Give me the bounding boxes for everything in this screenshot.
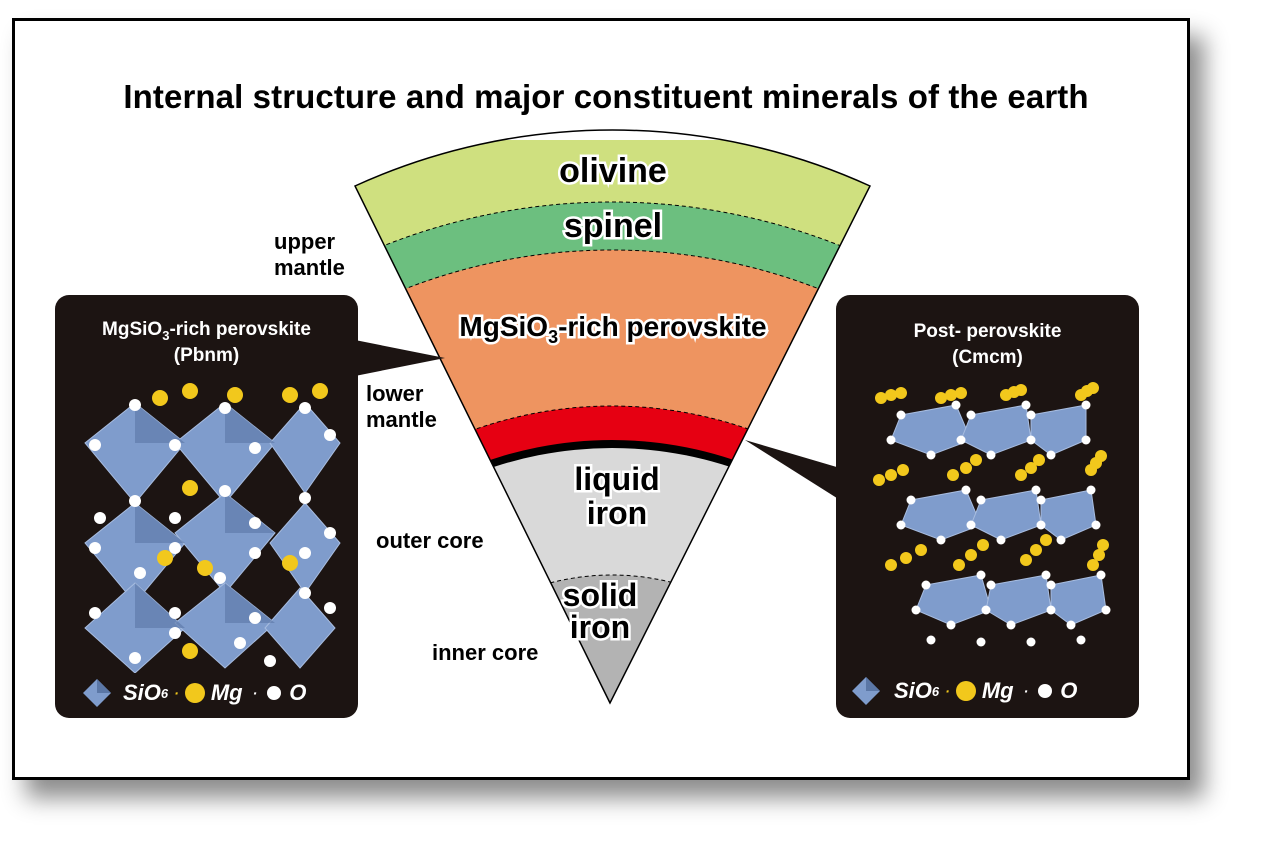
o-legend-label: O	[1060, 678, 1078, 703]
liquid-iron-label-1: liquid	[574, 461, 659, 497]
liquid-iron-label-2: iron	[587, 495, 647, 531]
solid-iron-label-2: iron	[570, 609, 630, 645]
upper-mantle-label: upper mantle	[274, 229, 345, 281]
figure-title: Internal structure and major constituent…	[123, 78, 1089, 115]
sio6-legend-label: SiO	[123, 680, 161, 705]
sio6-subscript: 6	[160, 685, 169, 701]
legend-separator: ·	[174, 685, 179, 701]
perovskite-panel-title: MgSiO3-rich perovskite	[102, 319, 311, 343]
legend-separator: ·	[252, 685, 258, 701]
perovskite-crystal-structure	[84, 383, 341, 673]
o-legend-label: O	[289, 680, 307, 705]
lower-mantle-label: lower mantle	[366, 381, 437, 433]
lower-mantle-line1: lower	[366, 381, 424, 406]
solid-iron-label-1: solid	[563, 577, 638, 613]
mg-legend-label: Mg	[981, 678, 1014, 703]
upper-mantle-line2: mantle	[274, 255, 345, 280]
upper-mantle-line1: upper	[274, 229, 336, 254]
olivine-label: olivine	[559, 152, 667, 190]
perovskite-space-group: (Pbnm)	[173, 345, 240, 366]
legend-separator: ·	[1023, 683, 1029, 699]
post-perovskite-space-group: (Cmcm)	[952, 347, 1023, 368]
wedge-outline	[353, 129, 872, 705]
legend-separator: ·	[945, 683, 950, 699]
o-atom-icon	[267, 686, 282, 700]
perovskite-label: MgSiO3-rich perovskite	[459, 311, 766, 347]
left-callout-pointer	[355, 340, 445, 376]
sio6-legend-label: SiO	[894, 678, 932, 703]
o-atom-icon	[1038, 684, 1053, 698]
sio6-octahedron-icon	[83, 679, 111, 707]
inner-core-label: inner core	[432, 640, 539, 665]
spinel-label: spinel	[564, 207, 662, 245]
sio6-subscript: 6	[931, 683, 940, 699]
lower-mantle-line2: mantle	[366, 407, 437, 432]
mg-atom-icon	[955, 681, 976, 701]
right-callout-pointer	[745, 440, 840, 500]
outer-core-label: outer core	[376, 528, 484, 553]
post-perovskite-structure-panel: Post- perovskite (Cmcm)	[836, 295, 1139, 718]
mg-atom-icon	[184, 683, 205, 703]
post-perovskite-crystal-structure	[873, 382, 1111, 647]
post-perovskite-panel-title: Post- perovskite	[913, 321, 1062, 342]
mg-legend-label: Mg	[210, 680, 243, 705]
sio6-octahedron-icon	[852, 677, 880, 705]
